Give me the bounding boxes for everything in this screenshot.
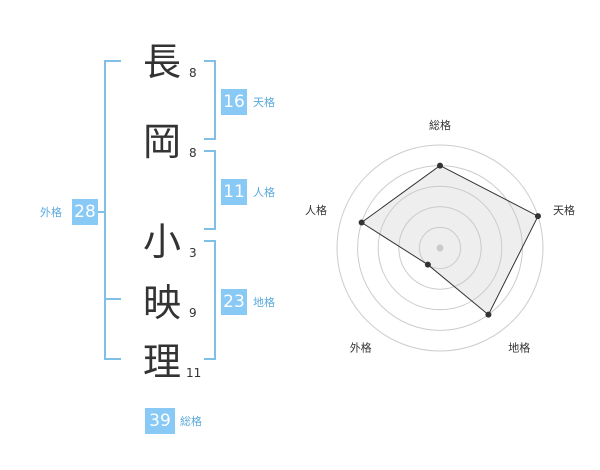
tenkaku-badge: 16 <box>221 89 247 115</box>
stroke-count-3: 3 <box>189 246 197 260</box>
radar-axis-label-1: 天格 <box>553 203 575 217</box>
radar-point-3 <box>424 261 431 268</box>
gaikaku-bracket-top <box>104 60 121 62</box>
radar-axis-label-3: 外格 <box>350 341 372 355</box>
radar-ring-3 <box>377 185 503 311</box>
radar-center <box>436 244 444 252</box>
tenkaku-bracket-bottom <box>204 138 216 140</box>
gaikaku-bracket-bottom <box>104 358 121 360</box>
chikaku-badge: 23 <box>221 289 247 315</box>
radar-points <box>358 162 541 318</box>
chikaku-bracket-bottom <box>204 358 216 360</box>
gaikaku-badge: 28 <box>72 199 98 225</box>
stroke-count-2: 8 <box>189 146 197 160</box>
chikaku-bracket-top <box>204 240 216 242</box>
radar-ring-5 <box>336 144 544 352</box>
radar-axis-label-2: 地格 <box>508 341 530 355</box>
name-char-3: 小 <box>142 220 181 264</box>
tenkaku-label: 天格 <box>253 96 275 109</box>
radar-point-0 <box>437 162 443 169</box>
name-char-5: 理 <box>142 340 181 384</box>
radar-point-2 <box>485 311 492 318</box>
soukaku-label: 総格 <box>180 415 202 428</box>
tenkaku-bracket-vertical <box>214 60 216 140</box>
name-char-4: 映 <box>142 281 181 325</box>
radar-polygon <box>360 165 539 316</box>
soukaku-badge: 39 <box>145 408 175 434</box>
name-char-2: 岡 <box>142 120 181 164</box>
radar-point-4 <box>358 219 365 226</box>
jinkaku-bracket-bottom <box>204 228 216 230</box>
gaikaku-bracket-connector <box>98 211 106 213</box>
jinkaku-badge: 11 <box>221 179 247 205</box>
radar-point-1 <box>534 213 541 220</box>
gaikaku-bracket-vertical <box>104 60 106 360</box>
radar-ring-2 <box>398 206 482 290</box>
jinkaku-label: 人格 <box>253 186 275 199</box>
jinkaku-bracket-vertical <box>214 150 216 230</box>
stroke-count-4: 9 <box>189 306 197 320</box>
name-char-1: 長 <box>142 40 181 84</box>
tenkaku-bracket-top <box>204 60 216 62</box>
stroke-count-1: 8 <box>189 66 197 80</box>
gaikaku-bracket-middle <box>104 298 121 300</box>
stroke-count-5: 11 <box>186 366 202 380</box>
chikaku-label: 地格 <box>253 296 275 309</box>
gaikaku-label: 外格 <box>40 206 62 219</box>
radar-axis-label-0: 総格 <box>429 118 451 132</box>
radar-ring-1 <box>418 226 462 270</box>
jinkaku-bracket-top <box>204 150 216 152</box>
chikaku-bracket-vertical <box>214 240 216 360</box>
radar-axis-label-4: 人格 <box>305 203 327 217</box>
